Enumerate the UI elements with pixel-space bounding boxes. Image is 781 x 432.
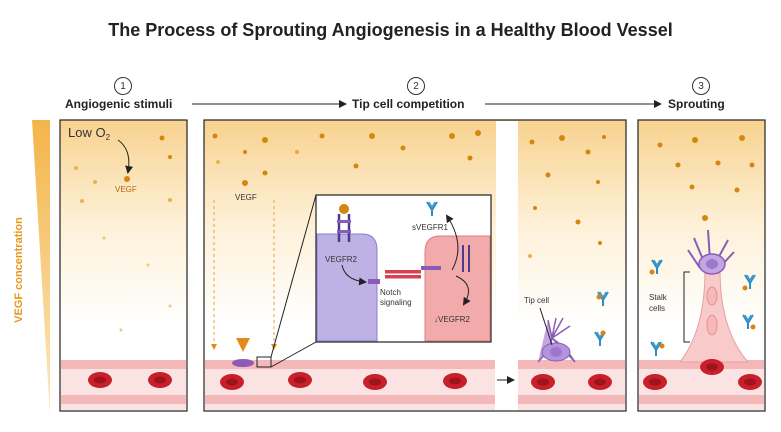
stalk-line1: Stalk: [649, 293, 668, 302]
vegfr2-label: VEGFR2: [325, 255, 358, 264]
svegfr1-label: sVEGFR1: [412, 223, 449, 232]
step-1-label: Angiogenic stimuli: [65, 97, 173, 111]
stalk-line2: cells: [649, 304, 665, 313]
vegf-gradient-wedge: [32, 120, 50, 415]
step-2-number: 2: [407, 77, 425, 95]
panel2-vegf-label: VEGF: [235, 193, 257, 202]
panel-sprouting: Stalk cells: [637, 119, 766, 412]
panel-tip-cell: Tip cell: [518, 121, 625, 410]
panel-angiogenic-stimuli: Low O2 VEGF: [59, 119, 188, 412]
tip-cell-label: Tip cell: [524, 296, 549, 305]
step-1-number: 1: [114, 77, 132, 95]
vegf-concentration-label: VEGF concentration: [13, 217, 25, 323]
vegf-strong-arrow: [236, 338, 250, 352]
inset-notch-signaling: VEGFR2 Notch signaling sVEGFR1 ↓VEGFR2: [315, 194, 492, 343]
step-2-label: Tip cell competition: [352, 97, 465, 111]
notch-line1: Notch: [380, 288, 401, 297]
step-3-label: Sprouting: [668, 97, 725, 111]
figure-title: The Process of Sprouting Angiogenesis in…: [108, 20, 673, 40]
svg-text:Low O2: Low O2: [68, 125, 111, 142]
down-vegfr2-label: ↓VEGFR2: [434, 315, 471, 324]
step-3-number: 3: [692, 77, 710, 95]
notch-line2: signaling: [380, 298, 412, 307]
panel1-vegf-label: VEGF: [115, 185, 137, 194]
